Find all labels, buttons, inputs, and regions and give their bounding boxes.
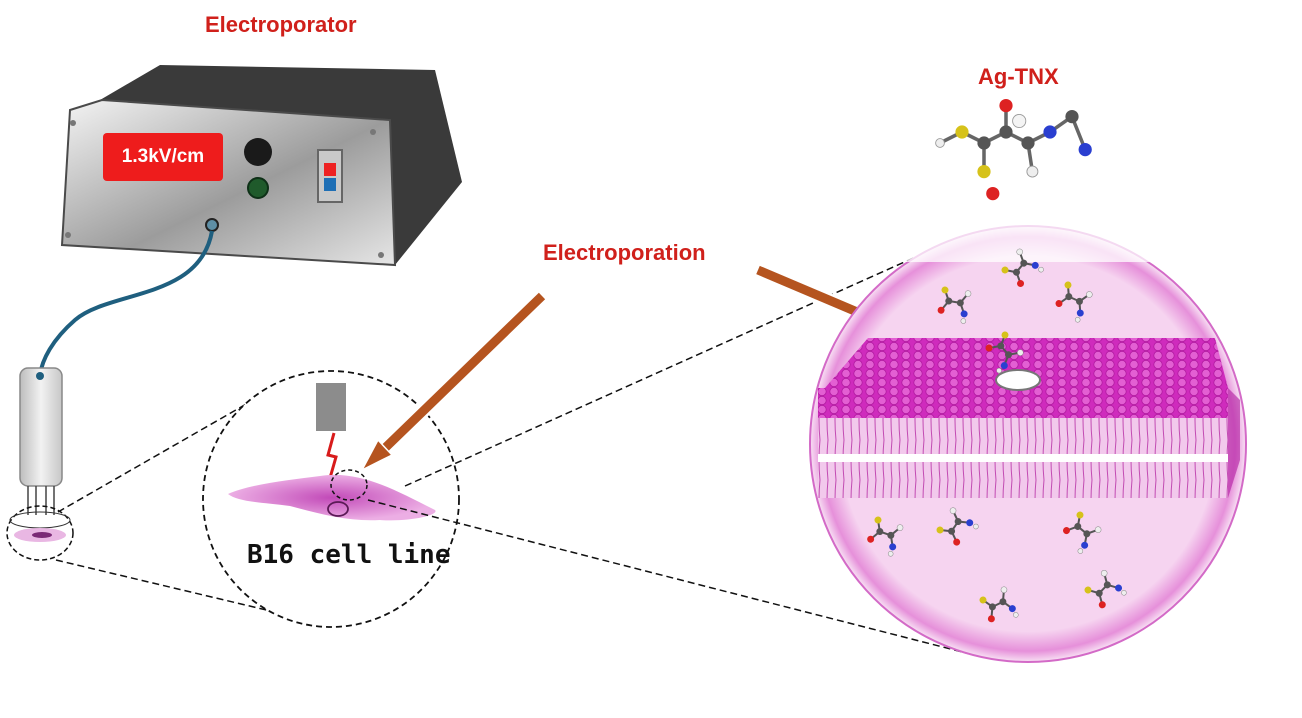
device-knob-icon[interactable] — [244, 138, 272, 166]
needle-electrode — [316, 383, 346, 431]
device-front-panel — [60, 98, 397, 267]
cell-icon — [228, 474, 436, 521]
lipid-bilayer-icon — [818, 338, 1240, 498]
process-label: Electroporation — [543, 240, 706, 265]
device-indicator-light-icon — [247, 177, 269, 199]
device-output-port-icon — [205, 218, 219, 232]
cell-line-label: B16 cell line — [247, 540, 451, 570]
membrane-pore — [995, 369, 1041, 391]
zoom-line — [55, 559, 301, 619]
device-switch-blue — [324, 178, 336, 191]
electrode-probe-icon — [19, 367, 63, 515]
cell-nucleus — [327, 501, 349, 517]
device-switch-red — [324, 163, 336, 176]
spark-icon — [326, 432, 338, 479]
compound-label: Ag-TNX — [978, 64, 1059, 89]
field-strength-display: 1.3kV/cm — [103, 133, 223, 181]
petri-dish-icon — [6, 505, 74, 561]
electroporator-label: Electroporator — [205, 12, 357, 37]
arrow-icon — [360, 290, 547, 472]
pore-zoom-circle — [330, 469, 368, 501]
electrode-cable — [38, 230, 214, 376]
ag-tnx-molecule-icon — [935, 99, 1092, 201]
zoom-line — [57, 394, 263, 513]
zoom-line — [404, 237, 959, 487]
zoom-line — [367, 499, 979, 657]
